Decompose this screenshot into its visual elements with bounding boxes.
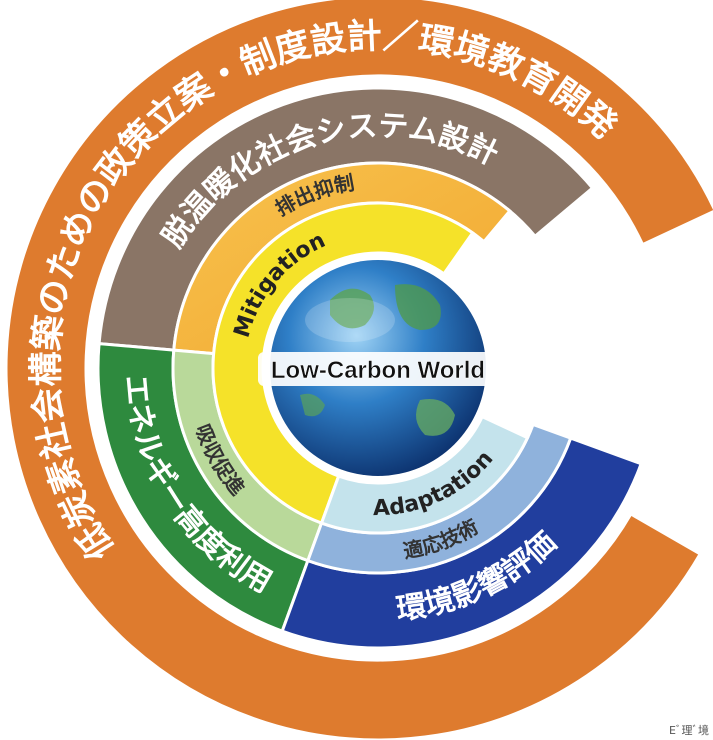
outer-ring-band xyxy=(4,0,713,740)
center-label-bg xyxy=(258,352,498,386)
corner-text: Eﾞ理ﾞ境 xyxy=(669,724,709,737)
ring4-adaptation-band xyxy=(319,414,530,535)
center-label: Low-Carbon World xyxy=(271,357,485,384)
